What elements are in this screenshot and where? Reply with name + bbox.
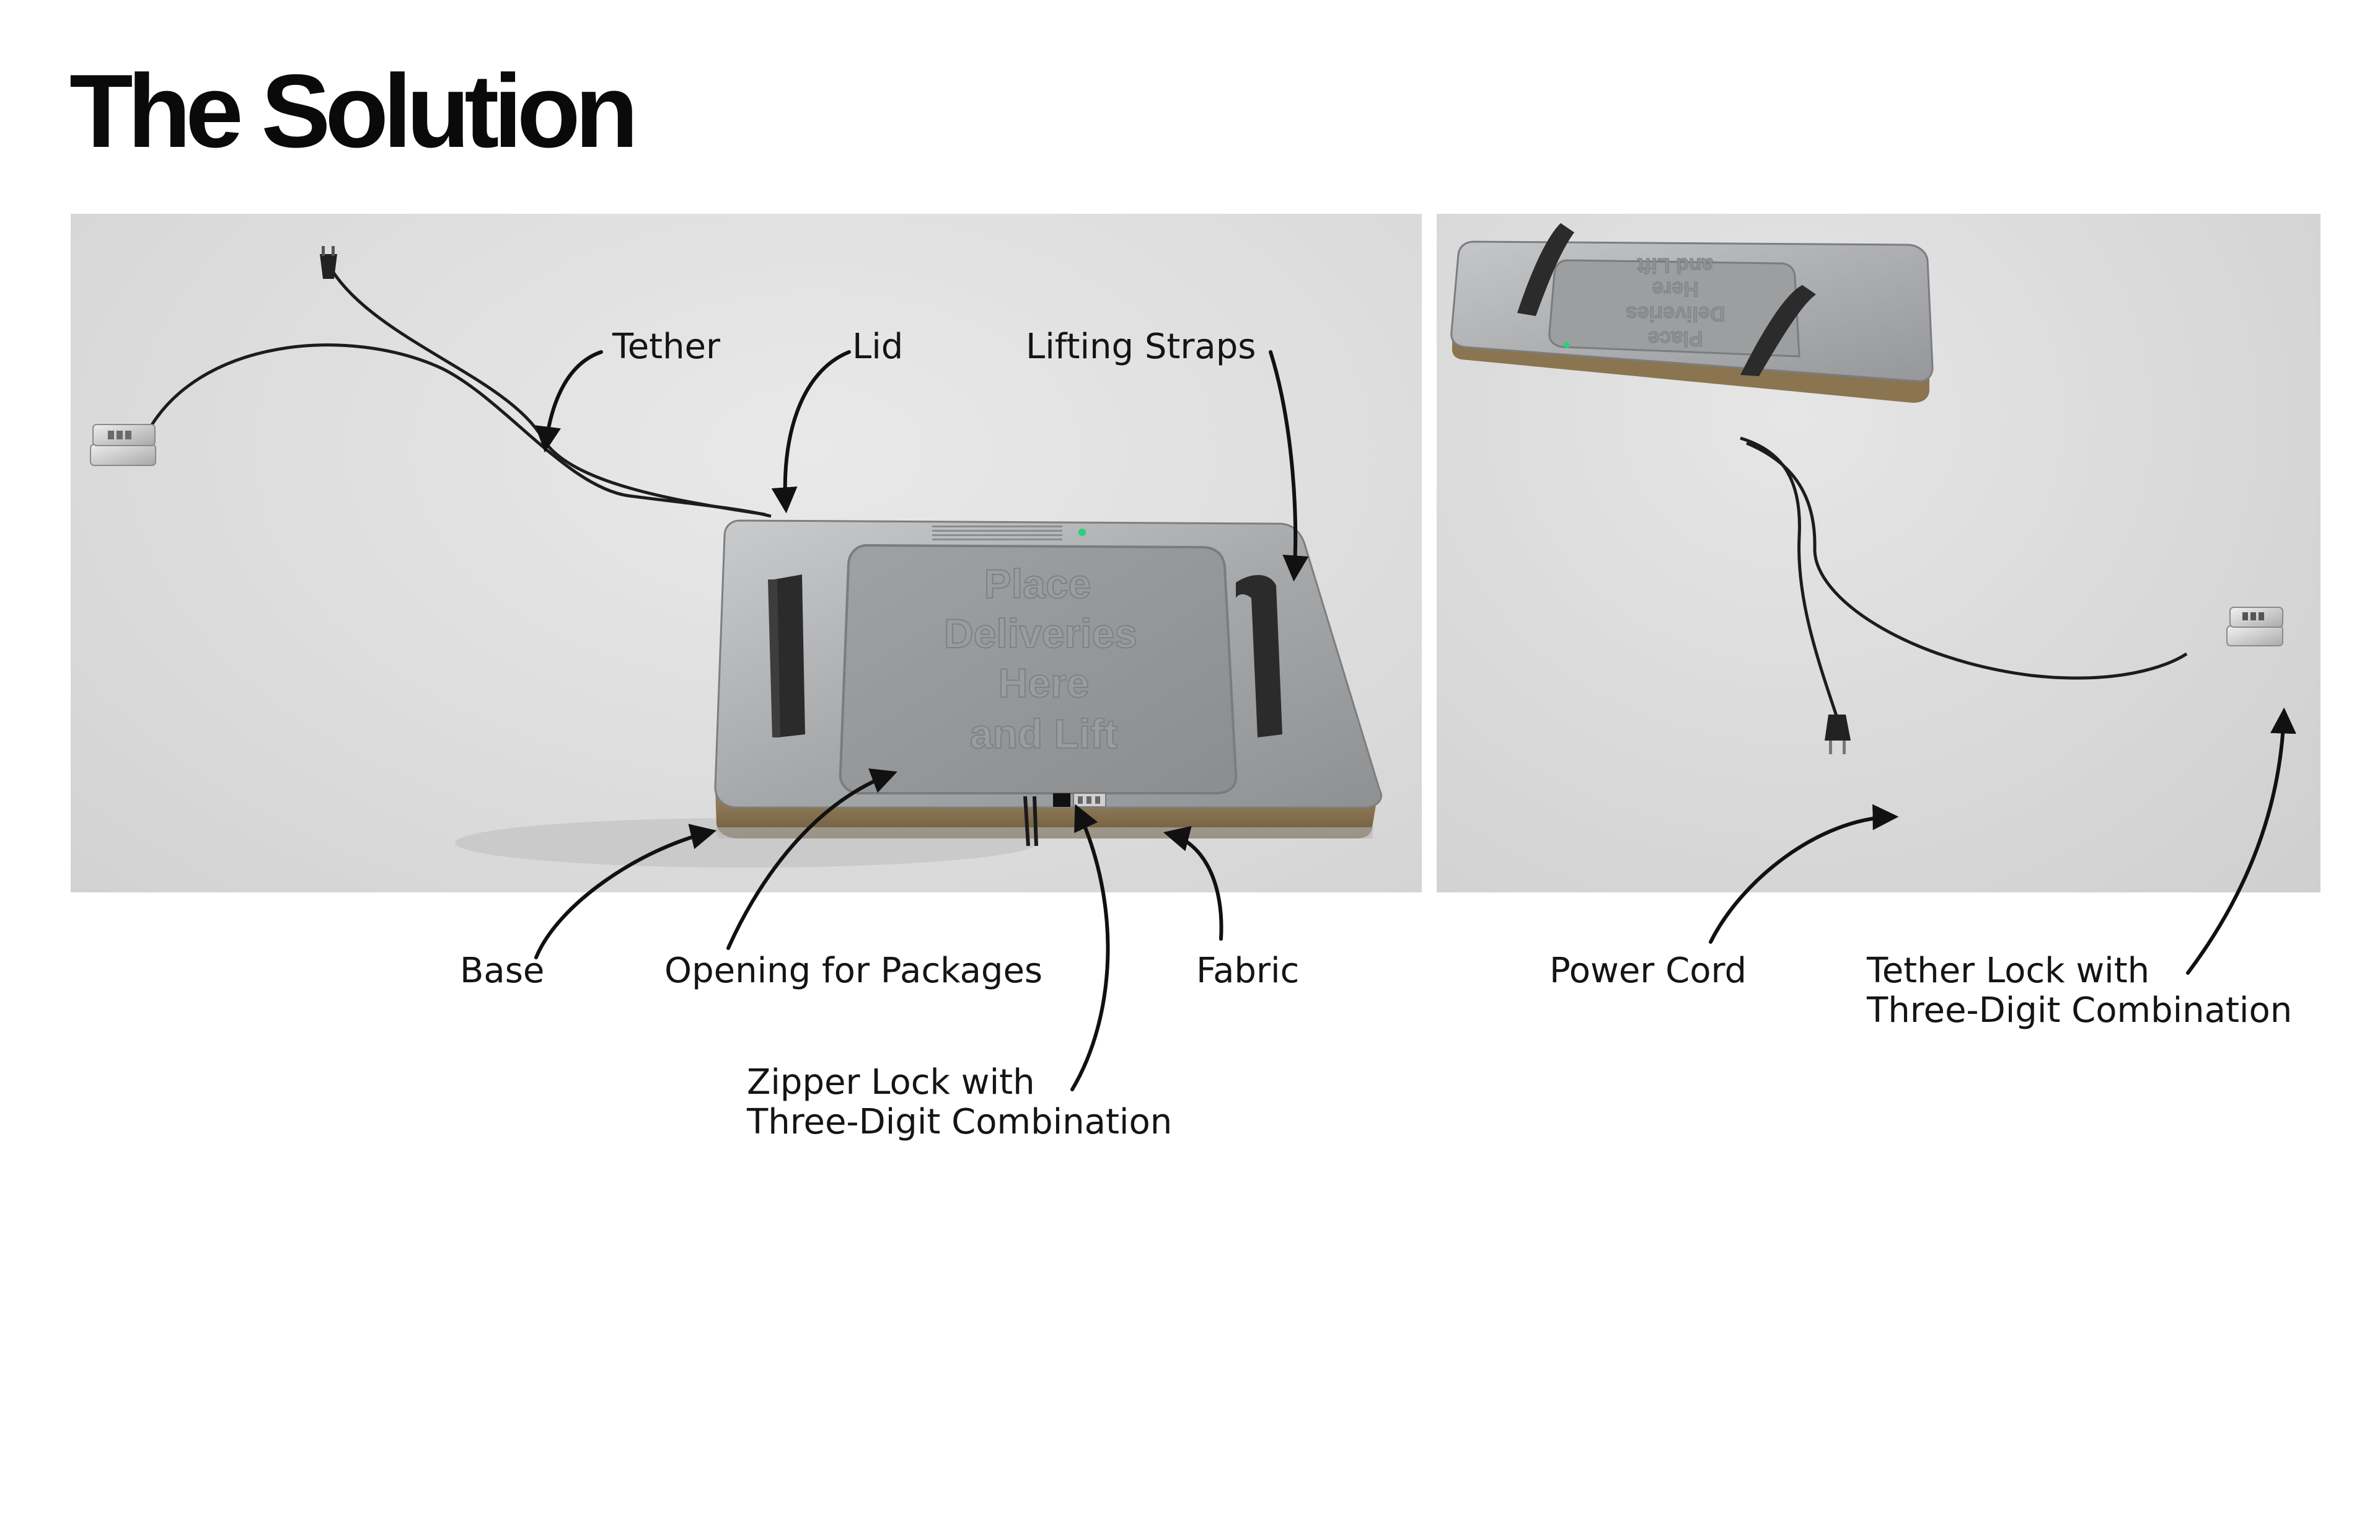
lid-text-rear-line-4: and Lift [1637, 253, 1714, 277]
label-zipper-lock: Zipper Lock with Three-Digit Combination [747, 1063, 1172, 1142]
lid-text-line-4: and Lift [970, 711, 1117, 757]
label-tether-lock-line-1: Tether Lock with [1867, 951, 2150, 991]
power-cord-cable-rear [1740, 436, 1838, 716]
lifting-strap-right [1236, 574, 1282, 737]
label-tether-lock-line-2: Three-Digit Combination [1867, 990, 2293, 1031]
page-title: The Solution [69, 53, 638, 169]
label-lid: Lid [852, 327, 904, 367]
delivery-pad-rear-illustration: Place Deliveries Here and Lift [1450, 223, 2283, 754]
power-plug-icon [320, 246, 337, 279]
tether-lock-icon [90, 424, 156, 466]
power-plug-rear-icon [1825, 715, 1851, 754]
lid-text-rear-line-2: Deliveries [1626, 302, 1726, 325]
label-zipper-lock-line-1: Zipper Lock with [747, 1062, 1035, 1102]
product-render-front: Place Deliveries Here and Lift [71, 214, 1422, 892]
lid-text-rear-line-1: Place [1648, 327, 1703, 350]
lid-text-rear-line-3: Here [1652, 277, 1699, 301]
speaker-grille [932, 526, 1062, 540]
lifting-strap-rear-left [1517, 223, 1574, 316]
label-base: Base [460, 951, 545, 991]
label-tether-lock: Tether Lock with Three-Digit Combination [1867, 951, 2292, 1031]
label-tether: Tether [612, 327, 721, 367]
label-lifting-straps: Lifting Straps [1026, 327, 1256, 367]
lid-text-line-1: Place [984, 561, 1091, 607]
label-zipper-lock-line-2: Three-Digit Combination [747, 1102, 1173, 1142]
tether-cable [143, 343, 772, 518]
lifting-strap-rear-right [1740, 285, 1816, 376]
status-led-rear [1564, 342, 1570, 348]
zipper-lock-icon [1023, 793, 1106, 847]
lid-text-line-2: Deliveries [944, 610, 1137, 656]
tether-lock-rear-icon [2226, 607, 2283, 646]
status-led [1078, 529, 1086, 536]
product-render-rear: Place Deliveries Here and Lift [1437, 214, 2320, 892]
lifting-strap-left [774, 574, 805, 737]
lid-text-line-3: Here [998, 660, 1090, 706]
delivery-pad-front-illustration: Place Deliveries Here and Lift [90, 246, 1382, 868]
package-opening [839, 543, 1238, 794]
label-power-cord: Power Cord [1549, 951, 1747, 991]
base-rim [715, 827, 1373, 838]
tether-cable-rear [1746, 441, 2188, 680]
label-opening-for-packages: Opening for Packages [664, 951, 1043, 991]
label-fabric: Fabric [1196, 951, 1300, 991]
power-cord-cable [326, 262, 765, 516]
package-opening-rear [1548, 259, 1800, 358]
